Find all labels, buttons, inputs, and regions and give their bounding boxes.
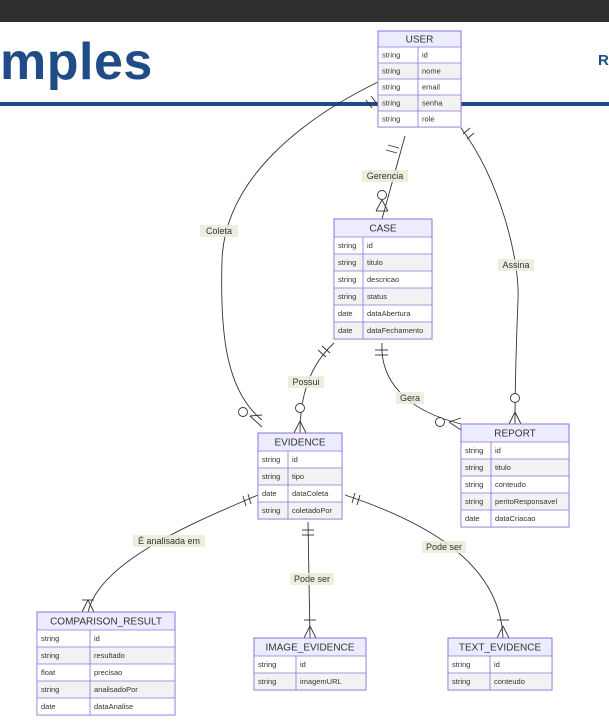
- entity-title: EVIDENCE: [274, 438, 325, 449]
- slide-title: mples: [0, 33, 153, 91]
- attribute-name: imagemURL: [300, 677, 342, 686]
- entities: USER string id string nome string email string s…: [36, 30, 570, 716]
- attribute-type: string: [338, 275, 356, 284]
- rel-label-gera: Gera: [400, 393, 420, 403]
- attribute-name: id: [94, 634, 100, 643]
- attribute-name: analisadoPor: [94, 685, 138, 694]
- attribute-type: string: [258, 660, 276, 669]
- entity-title: COMPARISON_RESULT: [50, 617, 162, 628]
- attribute-name: precisao: [94, 668, 122, 677]
- rel-label-gerencia: Gerencia: [367, 171, 404, 181]
- attribute-type: string: [382, 115, 400, 124]
- entity-evidence: EVIDENCE string id string tipo date dataColeta…: [257, 432, 343, 520]
- attribute-name: tipo: [292, 472, 304, 481]
- attribute-type: string: [465, 463, 483, 472]
- attribute-name: id: [494, 660, 500, 669]
- rel-label-text: Pode ser: [426, 542, 462, 552]
- attribute-type: string: [382, 51, 400, 60]
- attribute-name: dataCriacao: [495, 514, 535, 523]
- slide-corner-text: R: [598, 52, 609, 69]
- attribute-type: date: [262, 489, 277, 498]
- attribute-type: string: [262, 506, 280, 515]
- attribute-name: conteudo: [495, 480, 526, 489]
- attribute-name: descricao: [367, 275, 399, 284]
- attribute-type: date: [465, 514, 480, 523]
- attribute-type: string: [382, 83, 400, 92]
- attribute-type: string: [41, 651, 59, 660]
- attribute-name: coletadoPor: [292, 506, 333, 515]
- attribute-name: peritoResponsavel: [495, 497, 557, 506]
- attribute-name: id: [495, 446, 501, 455]
- attribute-type: string: [338, 258, 356, 267]
- attribute-name: titulo: [495, 463, 511, 472]
- attribute-name: dataColeta: [292, 489, 329, 498]
- entity-user: USER string id string nome string email string s…: [377, 30, 462, 128]
- entity-case: CASE string id string titulo string descricao s…: [333, 218, 433, 340]
- attribute-name: nome: [422, 67, 441, 76]
- attribute-name: id: [422, 51, 428, 60]
- rel-label-possui: Possui: [292, 377, 319, 387]
- entity-title: REPORT: [494, 429, 536, 440]
- attribute-name: titulo: [367, 258, 383, 267]
- relationship-labels: Gerencia Coleta Assina Possui Gera É ana…: [133, 170, 534, 585]
- attribute-type: string: [382, 67, 400, 76]
- attribute-type: date: [338, 326, 353, 335]
- presentation-top-bar: [0, 0, 609, 22]
- relationship-lines: [81, 81, 522, 639]
- entity-title: IMAGE_EVIDENCE: [266, 643, 355, 654]
- attribute-name: role: [422, 115, 435, 124]
- attribute-name: dataAnalise: [94, 702, 133, 711]
- rel-label-coleta: Coleta: [206, 226, 232, 236]
- attribute-type: date: [338, 309, 353, 318]
- attribute-name: id: [300, 660, 306, 669]
- rel-label-analisada: É analisada em: [138, 536, 200, 546]
- attribute-type: string: [465, 446, 483, 455]
- attribute-name: dataFechamento: [367, 326, 423, 335]
- rel-label-image: Pode ser: [294, 574, 330, 584]
- attribute-type: string: [41, 634, 59, 643]
- attribute-name: conteudo: [494, 677, 525, 686]
- attribute-type: string: [41, 685, 59, 694]
- attribute-type: string: [452, 677, 470, 686]
- rel-line-assina: [460, 127, 519, 425]
- rel-line-gera: [381, 342, 462, 425]
- attribute-type: string: [452, 660, 470, 669]
- attribute-name: status: [367, 292, 387, 301]
- attribute-type: string: [382, 99, 400, 108]
- attribute-type: string: [258, 677, 276, 686]
- attribute-type: string: [262, 455, 280, 464]
- attribute-name: dataAbertura: [367, 309, 411, 318]
- entity-title: CASE: [369, 224, 397, 235]
- attribute-name: resultado: [94, 651, 125, 660]
- attribute-type: string: [465, 480, 483, 489]
- attribute-name: email: [422, 83, 440, 92]
- rel-label-assina: Assina: [502, 260, 529, 270]
- entity-title: TEXT_EVIDENCE: [459, 643, 542, 654]
- attribute-type: string: [338, 292, 356, 301]
- attribute-type: string: [338, 241, 356, 250]
- attribute-type: string: [262, 472, 280, 481]
- attribute-type: date: [41, 702, 56, 711]
- rel-line-coleta: [221, 81, 379, 421]
- attribute-type: float: [41, 668, 56, 677]
- rel-line-analisada: [87, 494, 259, 613]
- entity-title: USER: [406, 35, 434, 46]
- attribute-name: id: [292, 455, 298, 464]
- attribute-name: id: [367, 241, 373, 250]
- attribute-type: string: [465, 497, 483, 506]
- entity-report: REPORT string id string titulo string conteudo…: [460, 423, 570, 528]
- attribute-name: senha: [422, 99, 443, 108]
- title-underline: [0, 102, 609, 106]
